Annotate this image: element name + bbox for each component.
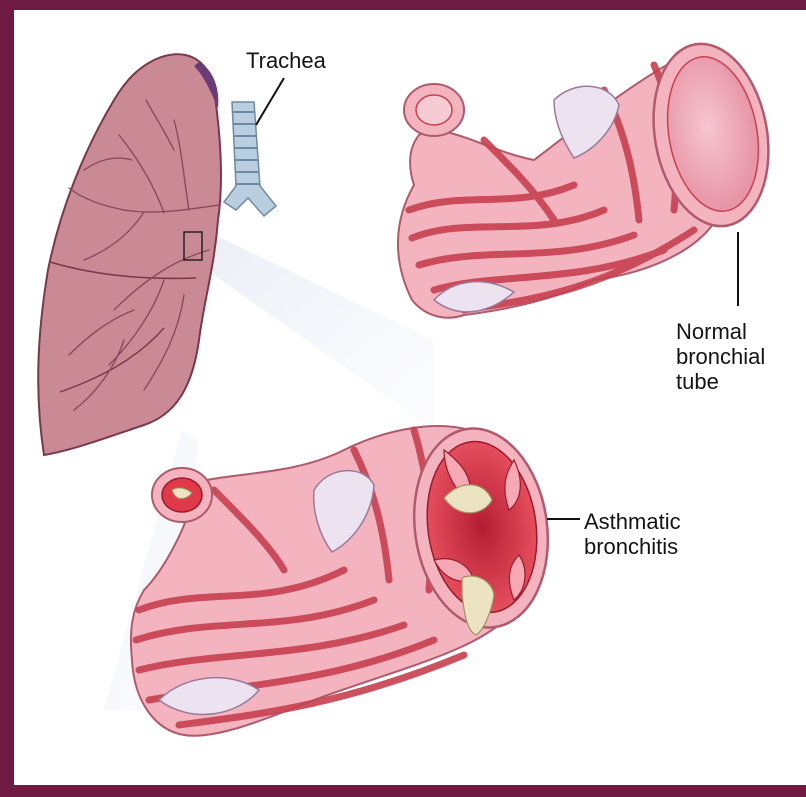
- trachea-illustration: [224, 102, 276, 216]
- trachea-pointer-line: [256, 78, 284, 125]
- trachea-label-text: Trachea: [246, 48, 326, 73]
- normal-label-line-1: Normal: [676, 319, 765, 344]
- trachea-label: Trachea: [246, 48, 326, 73]
- normal-label-line-3: tube: [676, 369, 765, 394]
- asthmatic-bronchitis-label: Asthmatic bronchitis: [584, 509, 681, 559]
- asthmatic-label-line-2: bronchitis: [584, 534, 681, 559]
- asthmatic-bronchial-tube: [131, 420, 560, 736]
- diagram-panel: Trachea Normal bronchial tube Asthmatic …: [14, 10, 806, 785]
- normal-label-line-2: bronchial: [676, 344, 765, 369]
- normal-bronchial-tube-label: Normal bronchial tube: [676, 319, 765, 394]
- normal-bronchial-tube: [398, 35, 782, 318]
- lung-illustration: [38, 54, 221, 455]
- asthmatic-label-line-1: Asthmatic: [584, 509, 681, 534]
- bronchial-diagram: [14, 10, 806, 785]
